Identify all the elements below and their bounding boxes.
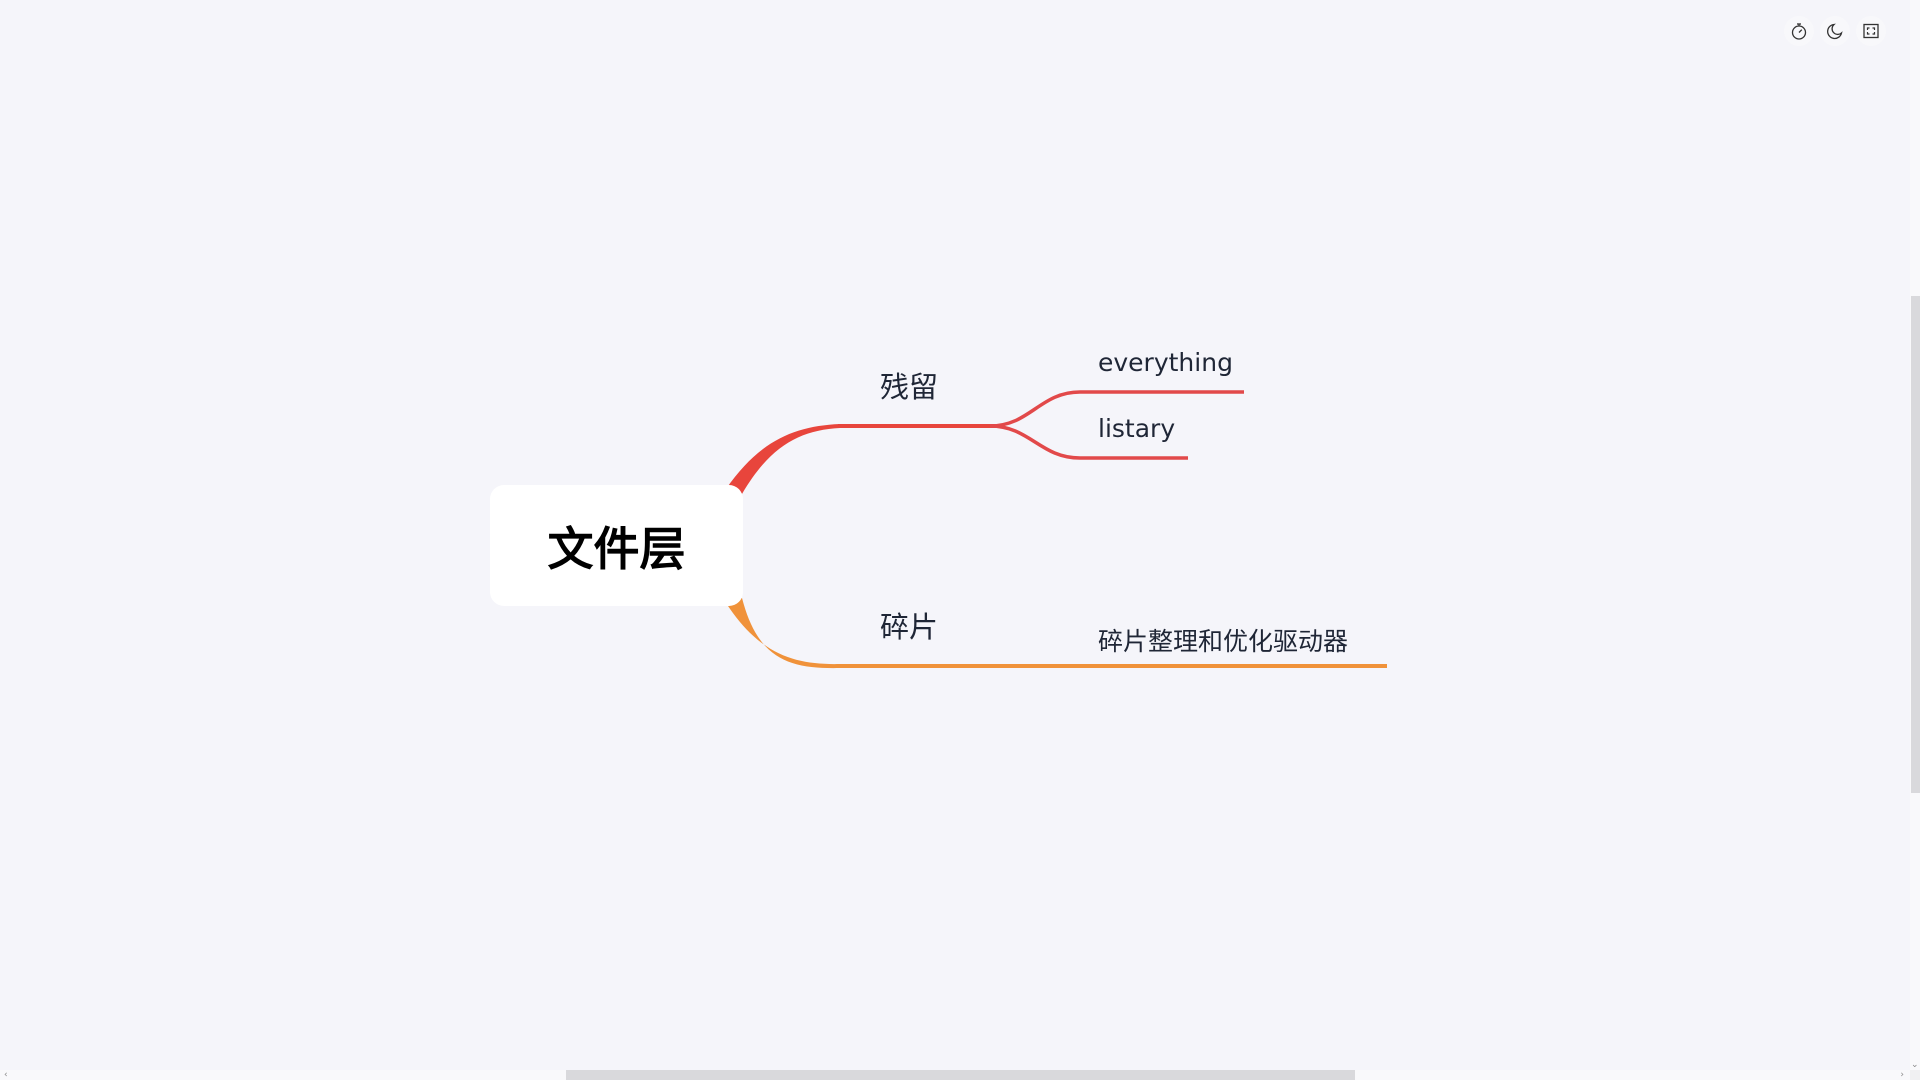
scroll-right-arrow-icon[interactable]: › (1900, 1070, 1904, 1080)
stopwatch-icon (1791, 23, 1807, 40)
scroll-left-arrow-icon[interactable]: ‹ (4, 1070, 8, 1080)
fullscreen-button[interactable] (1856, 16, 1886, 46)
scrollbar-corner (1910, 1070, 1920, 1080)
leaf-node-label: 碎片整理和优化驱动器 (1098, 627, 1349, 656)
leaf-node-label: listary (1098, 414, 1176, 443)
fullscreen-icon (1863, 23, 1879, 39)
scroll-down-arrow-icon[interactable]: ⌄ (1911, 1060, 1919, 1070)
branch-node-label: 残留 (880, 370, 939, 404)
toolbar (1784, 16, 1886, 46)
leaf-node-label: everything (1098, 348, 1233, 377)
root-node[interactable]: 文件层 (490, 485, 743, 606)
dark-mode-button[interactable] (1820, 16, 1850, 46)
timer-button[interactable] (1784, 16, 1814, 46)
leaf-node-everything[interactable]: everything (1098, 348, 1233, 377)
horizontal-scroll-thumb[interactable] (566, 1070, 1355, 1080)
branch-node-residue[interactable]: 残留 (880, 364, 938, 406)
moon-icon (1827, 23, 1843, 40)
leaf-node-listary[interactable]: listary (1098, 414, 1175, 443)
root-node-label: 文件层 (547, 521, 686, 576)
branch-node-fragment[interactable]: 碎片 (880, 604, 938, 646)
branch-node-label: 碎片 (880, 610, 939, 644)
leaf-node-defrag[interactable]: 碎片整理和优化驱动器 (1098, 622, 1348, 658)
vertical-scroll-thumb[interactable] (1911, 296, 1920, 793)
vertical-scrollbar[interactable]: ⌄ (1910, 0, 1920, 1070)
horizontal-scrollbar[interactable]: ‹ › (0, 1070, 1910, 1080)
